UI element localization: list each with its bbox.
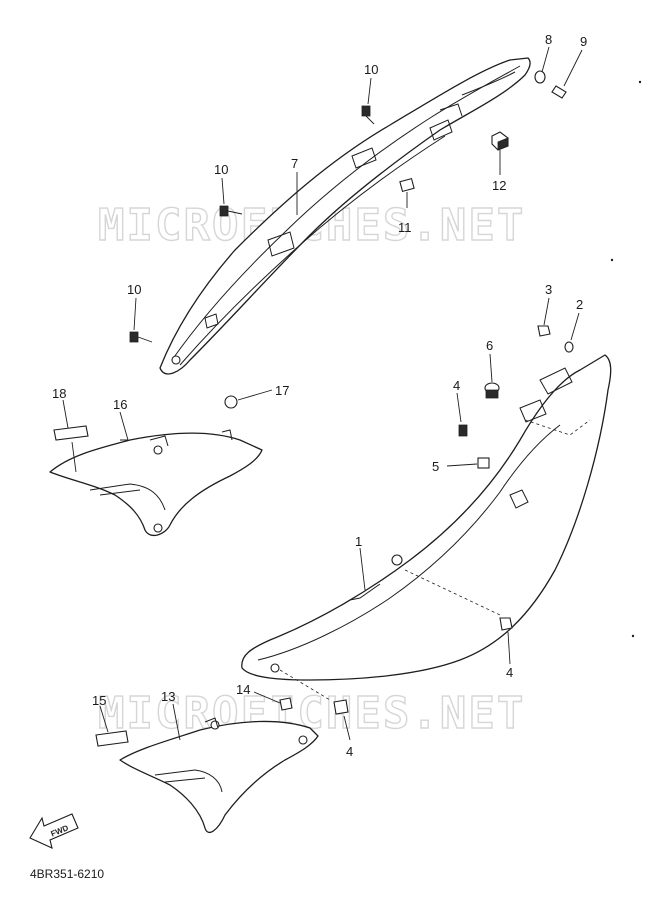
part-8-washer [534,70,546,84]
callout-15: 15 [92,693,106,708]
callout-3: 3 [545,282,552,297]
callout-9: 9 [580,34,587,49]
part-4-bolt-upper [458,424,468,437]
callout-7: 7 [291,156,298,171]
part-11-nut [399,177,415,193]
scan-speck [631,634,635,638]
callout-12: 12 [492,178,506,193]
callout-4-upper: 4 [453,378,460,393]
callout-labels: 7 11 12 8 9 10 10 10 1 2 3 6 4 5 4 4 14 … [52,32,587,759]
part-7-rear-cover-rail [159,57,531,375]
part-17-damper [224,395,238,409]
part-1-side-cover [241,354,612,701]
callout-8: 8 [545,32,552,47]
part-16-side-panel [49,429,263,537]
callout-5: 5 [432,459,439,474]
callout-11: 11 [398,220,412,235]
part-3-bolt [537,325,551,337]
callout-4-right: 4 [506,665,513,680]
leader-lines [62,46,583,741]
part-10-bolt-lower [129,331,153,343]
scan-speck [610,258,614,262]
part-15-pad [95,730,129,747]
callout-17: 17 [275,383,289,398]
callout-13: 13 [161,689,175,704]
part-14-damper [279,697,293,711]
callout-10-top: 10 [364,62,378,77]
callout-16: 16 [113,397,127,412]
part-13-lower-panel [119,717,319,833]
callout-1: 1 [355,534,362,549]
callout-10-middle: 10 [214,162,228,177]
part-5-nut [477,457,490,469]
part-12-damper [491,131,509,151]
callout-6: 6 [486,338,493,353]
callout-18: 18 [52,386,66,401]
part-4-bolt-lower [333,699,349,715]
callout-4-lower: 4 [346,744,353,759]
part-6-damper [484,382,500,399]
callout-14: 14 [236,682,250,697]
part-4-bolt-right [499,617,513,631]
part-9-bolt [551,85,567,99]
callout-10-lower: 10 [127,282,141,297]
fwd-arrow-icon: FWD [29,813,79,849]
diagram-code: 4BR351-6210 [30,867,104,881]
callout-2: 2 [576,297,583,312]
part-2-washer [564,341,574,353]
scan-speck [638,80,642,84]
part-10-bolt-middle [219,205,243,217]
part-10-bolt-top [361,105,375,125]
part-18-pad [53,425,89,441]
